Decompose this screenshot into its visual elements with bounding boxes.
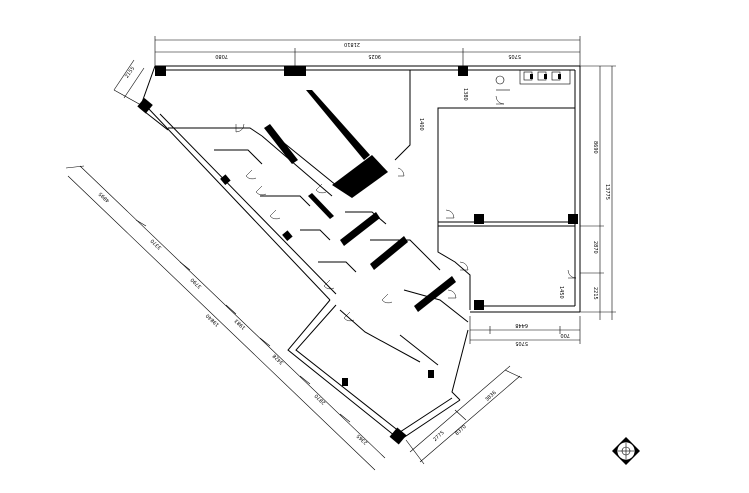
column xyxy=(282,230,293,241)
inner-dimensions: 1380 1400 1450 xyxy=(418,88,564,299)
dim-top-seg-3: 5705 xyxy=(508,53,521,59)
column xyxy=(428,370,434,378)
dim-corner-1: 2155 xyxy=(124,66,136,80)
dim-diag-6: 2870 xyxy=(314,392,327,405)
interior-walls xyxy=(168,70,576,366)
column xyxy=(568,214,578,224)
column xyxy=(137,97,153,114)
dim-low-2: 2775 xyxy=(432,430,445,443)
column xyxy=(474,214,484,224)
dim-diag-3: 3790 xyxy=(190,276,203,289)
dim-inner-2: 1400 xyxy=(418,118,424,131)
dim-diag-5: 3428 xyxy=(272,352,285,365)
dim-inner-3: 1450 xyxy=(558,286,564,299)
right-dimension-chain: 13775 8690 2870 2215 xyxy=(580,65,616,320)
bottom-dimension-chain: 6448 5705 700 xyxy=(469,316,581,346)
columns xyxy=(137,66,578,445)
dim-top-seg-2: 9025 xyxy=(368,53,381,59)
dim-top-total: 21810 xyxy=(344,41,360,47)
column xyxy=(474,300,484,310)
top-dimension-chain: 21810 7080 9025 5705 xyxy=(154,36,581,66)
dim-right-seg-2: 2870 xyxy=(592,241,598,254)
dim-diag-7: 2365 xyxy=(356,432,369,445)
column xyxy=(458,66,468,76)
dim-bottom-1: 6448 xyxy=(515,322,528,328)
dim-right-seg-1: 8690 xyxy=(592,141,598,154)
dim-diag-1: 4895 xyxy=(98,190,111,203)
thick-wall-segments xyxy=(264,90,456,312)
outer-walls xyxy=(139,65,581,441)
diagonal-dimension-chain: 19840 4895 3370 3790 1983 3428 2870 2365 xyxy=(65,165,386,471)
north-compass-icon xyxy=(612,437,640,465)
dim-right-seg-3: 2215 xyxy=(592,287,598,300)
dim-top-seg-1: 7080 xyxy=(215,53,228,59)
restroom-fixtures xyxy=(495,69,571,91)
column xyxy=(389,427,407,445)
dim-low-3: 8370 xyxy=(454,424,467,437)
dim-inner-1: 1380 xyxy=(462,88,468,101)
dim-bottom-2: 5705 xyxy=(515,340,528,346)
column xyxy=(342,378,348,386)
dim-bottom-3: 700 xyxy=(560,332,570,338)
column xyxy=(155,66,166,76)
doors xyxy=(235,95,577,322)
column xyxy=(284,66,306,76)
column xyxy=(220,174,231,185)
dim-right-total: 13775 xyxy=(604,184,610,200)
lower-dimension-chain: 3836 2775 8370 xyxy=(405,365,523,465)
